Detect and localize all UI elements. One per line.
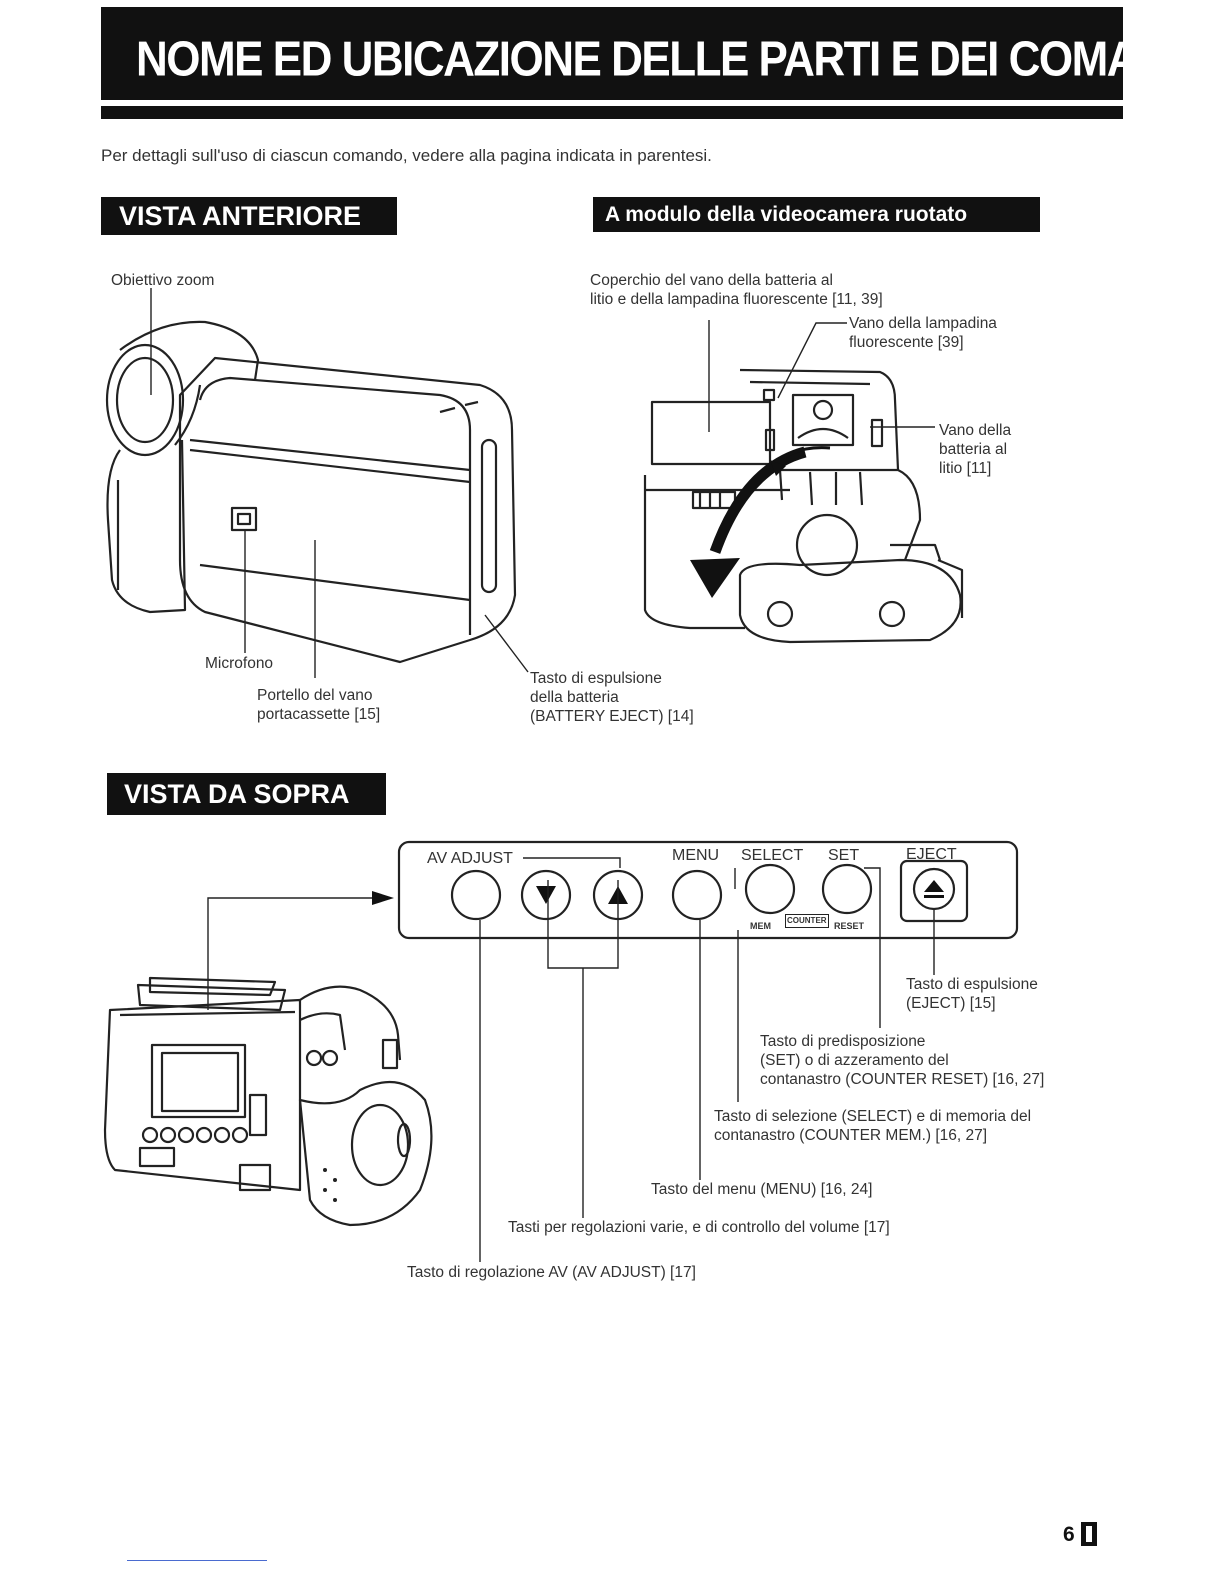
label-lamp-1: Vano della lampadina bbox=[849, 315, 997, 332]
label-select-2: contanastro (COUNTER MEM.) [16, 27] bbox=[714, 1127, 988, 1144]
page-title: NOME ED UBICAZIONE DELLE PARTI E DEI COM… bbox=[136, 32, 1210, 87]
rotated-module-drawing bbox=[643, 320, 964, 644]
section-top-view: VISTA DA SOPRA bbox=[107, 773, 386, 815]
label-microphone: Microfono bbox=[205, 655, 274, 672]
label-lamp-2: fluorescente [39] bbox=[849, 334, 964, 351]
label-eject-1: Tasto di espulsione bbox=[906, 976, 1038, 993]
panel-reset: RESET bbox=[834, 921, 865, 931]
title-bar bbox=[101, 7, 1123, 100]
label-set-2: (SET) o di azzeramento del bbox=[760, 1052, 949, 1069]
label-various: Tasti per regolazioni varie, e di contro… bbox=[508, 1219, 890, 1236]
front-camcorder-drawing bbox=[105, 288, 529, 678]
language-tab-icon bbox=[1081, 1522, 1097, 1546]
label-battery-eject-3: (BATTERY EJECT) [14] bbox=[530, 708, 694, 725]
panel-menu: MENU bbox=[672, 847, 720, 864]
panel-eject: EJECT bbox=[906, 846, 957, 863]
title-rule bbox=[101, 106, 1123, 119]
label-cover-2: litio e della lampadina fluorescente [11… bbox=[590, 291, 883, 308]
panel-counter: COUNTER bbox=[785, 914, 829, 928]
label-eject-2: (EJECT) [15] bbox=[906, 995, 996, 1012]
panel-select: SELECT bbox=[741, 847, 804, 864]
section-rotated-module: A modulo della videocamera ruotato bbox=[593, 197, 1040, 232]
label-zoom-lens: Obiettivo zoom bbox=[111, 272, 215, 289]
label-cassette-door-1: Portello del vano bbox=[257, 687, 373, 704]
label-menu: Tasto del menu (MENU) [16, 24] bbox=[651, 1181, 873, 1198]
top-camcorder-drawing bbox=[103, 976, 433, 1227]
label-av-adjust: Tasto di regolazione AV (AV ADJUST) [17] bbox=[407, 1264, 696, 1281]
label-select-1: Tasto di selezione (SELECT) e di memoria… bbox=[714, 1108, 1032, 1125]
section-front-view: VISTA ANTERIORE bbox=[101, 197, 397, 235]
panel-mem: MEM bbox=[750, 921, 771, 931]
label-cover-1: Coperchio del vano della batteria al bbox=[590, 272, 833, 289]
label-battery-eject-2: della batteria bbox=[530, 689, 619, 706]
label-battery-1: Vano della bbox=[939, 422, 1012, 439]
intro-text: Per dettagli sull'uso di ciascun comando… bbox=[101, 146, 712, 165]
label-cassette-door-2: portacassette [15] bbox=[257, 706, 381, 723]
label-battery-eject-1: Tasto di espulsione bbox=[530, 670, 662, 687]
page-number: 6 bbox=[1063, 1523, 1075, 1546]
control-panel-drawing bbox=[207, 840, 1019, 1262]
panel-set: SET bbox=[828, 847, 860, 864]
label-set-3: contanastro (COUNTER RESET) [16, 27] bbox=[760, 1071, 1045, 1088]
panel-av-adjust: AV ADJUST bbox=[427, 850, 513, 867]
footer-rule bbox=[127, 1560, 267, 1561]
label-set-1: Tasto di predisposizione bbox=[760, 1033, 926, 1050]
label-battery-2: batteria al bbox=[939, 441, 1008, 458]
label-battery-3: litio [11] bbox=[939, 460, 992, 477]
